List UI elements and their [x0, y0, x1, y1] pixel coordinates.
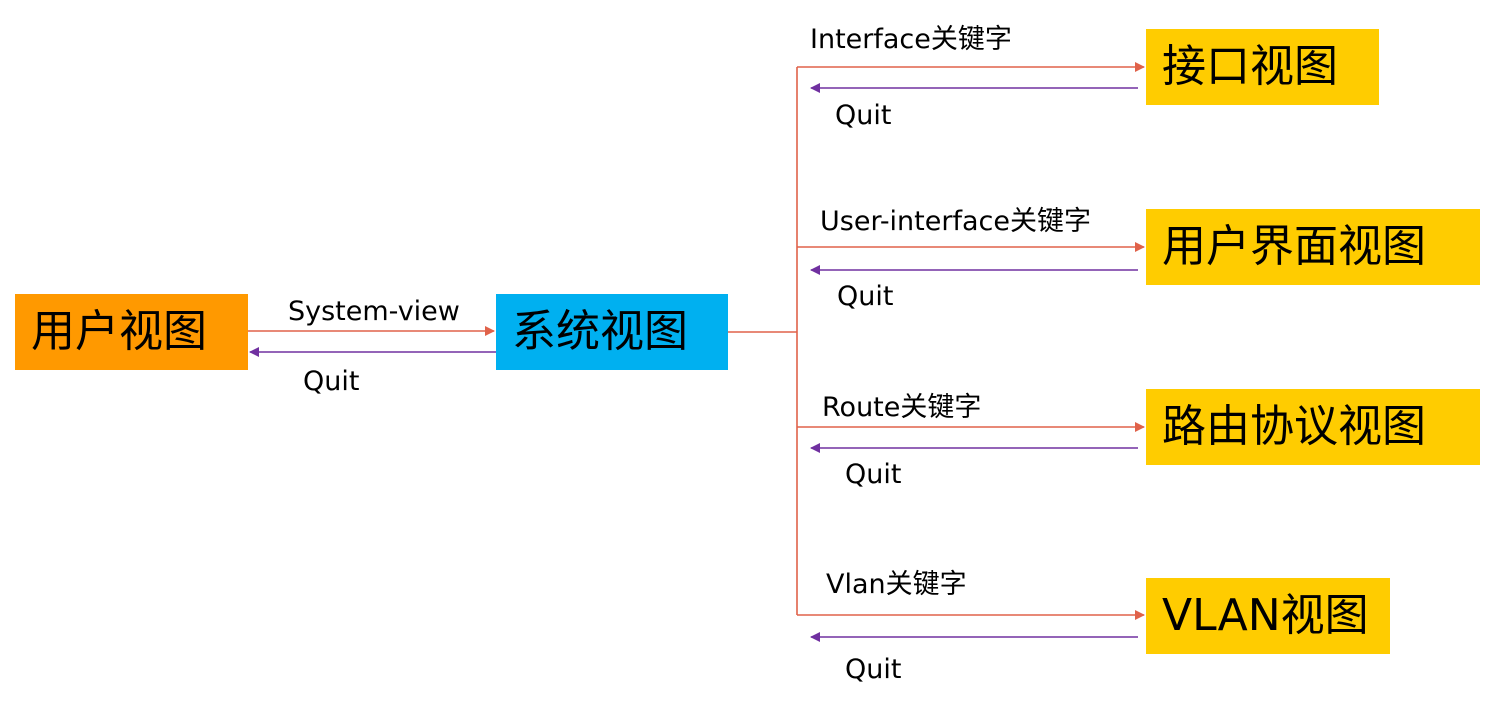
user-interface-command-label: User-interface关键字 — [820, 206, 1091, 237]
system-view-node: 系统视图 — [496, 294, 728, 370]
user-view-node: 用户视图 — [15, 294, 248, 370]
user-interface-view-label: 用户界面视图 — [1162, 221, 1426, 272]
interface-view-label: 接口视图 — [1162, 41, 1338, 92]
system-view-label: 系统视图 — [512, 306, 688, 357]
vlan-command-label: Vlan关键字 — [826, 569, 967, 600]
route-view-label: 路由协议视图 — [1162, 401, 1426, 452]
route-command-label: Route关键字 — [822, 392, 982, 423]
system-view-command-label: System-view — [288, 296, 460, 327]
interface-quit-label: Quit — [835, 100, 892, 131]
interface-view-node: 接口视图 — [1146, 29, 1379, 105]
user-interface-quit-label: Quit — [837, 281, 894, 312]
user-view-label: 用户视图 — [31, 306, 207, 357]
route-quit-label: Quit — [845, 459, 902, 490]
system-quit-label: Quit — [303, 366, 360, 397]
user-interface-view-node: 用户界面视图 — [1146, 209, 1480, 285]
route-view-node: 路由协议视图 — [1146, 389, 1480, 465]
interface-command-label: Interface关键字 — [810, 24, 1012, 55]
vlan-quit-label: Quit — [845, 654, 902, 685]
vlan-view-node: VLAN视图 — [1146, 578, 1390, 654]
vlan-view-label: VLAN视图 — [1162, 590, 1369, 641]
